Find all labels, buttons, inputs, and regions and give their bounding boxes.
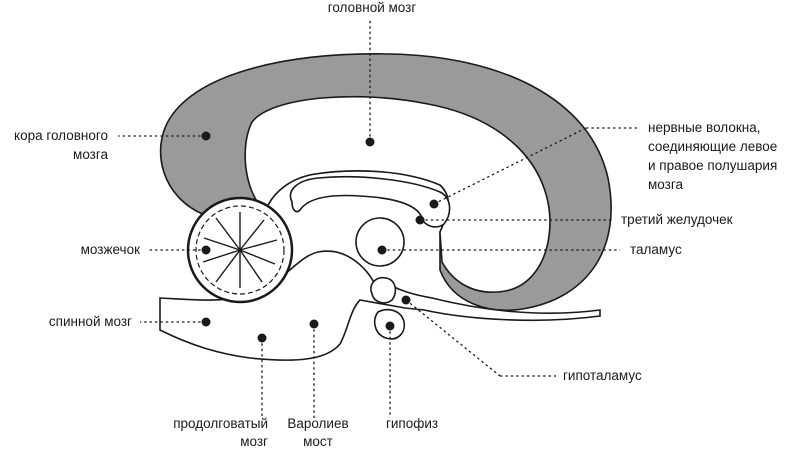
dot-medulla — [257, 333, 267, 343]
label-cortex-line2: мозга — [73, 147, 108, 162]
label-medulla-line1: продолговатый — [173, 416, 268, 431]
label-pons-line2: мост — [303, 434, 333, 449]
dot-brain — [365, 137, 375, 147]
dot-fibers — [429, 199, 439, 209]
label-cortex-line1: кора головного — [14, 128, 108, 143]
label-fibers-line4: мозга — [648, 177, 683, 192]
label-fibers-line1: нервные волокна, — [648, 120, 760, 135]
dot-thalamus — [377, 245, 387, 255]
dot-cortex — [201, 131, 211, 141]
label-hypothalamus: гипоталамус — [563, 368, 642, 383]
label-fibers-line3: и правое полушария — [648, 158, 777, 173]
thalamus-shape — [355, 217, 405, 267]
hypothalamus-shape — [370, 276, 397, 304]
label-medulla-line2: мозг — [240, 434, 268, 449]
label-pituitary: гипофиз — [386, 416, 438, 431]
label-brain: головной мозг — [328, 0, 417, 15]
dot-pituitary — [385, 321, 395, 331]
dot-spinal-cord — [201, 317, 211, 327]
label-third-ventricle: третий желудочек — [621, 212, 733, 227]
corpus-callosum-shape — [289, 176, 451, 228]
leader-lines — [118, 18, 640, 418]
inner-white-matter-shape — [244, 95, 551, 293]
anchor-dots — [201, 131, 439, 343]
cerebellum-spokes — [202, 212, 278, 288]
label-spinal-cord: спинной мозг — [49, 314, 132, 329]
dot-cerebellum — [201, 245, 211, 255]
label-fibers-line2: соединяющие левое — [648, 139, 777, 154]
label-pons-line1: Варолиев — [287, 416, 348, 431]
dot-pons — [309, 319, 319, 329]
brainstem-shape — [159, 250, 601, 361]
label-cerebellum: мозжечок — [81, 242, 140, 257]
label-thalamus: таламус — [630, 242, 682, 257]
dot-third-ventricle — [415, 215, 425, 225]
dot-hypothalamus — [401, 295, 411, 305]
